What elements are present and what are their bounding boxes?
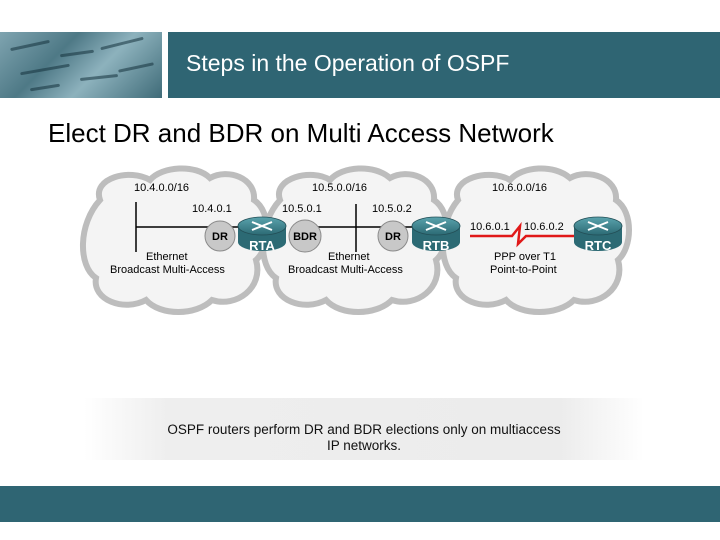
subnet-label-3: 10.6.0.0/16 (492, 182, 547, 194)
caption-line-1: OSPF routers perform DR and BDR election… (167, 422, 561, 437)
role-bdr-circle: BDR (288, 219, 322, 253)
page-heading: Elect DR and BDR on Multi Access Network (48, 118, 554, 148)
router-rtb-icon: RTB (411, 216, 461, 253)
router-rtc-icon: RTC (573, 216, 623, 253)
cloud-network-2 (260, 165, 450, 315)
footer-bar (0, 486, 720, 522)
network-type-3b: Point-to-Point (490, 264, 557, 276)
router-rtb-label: RTB (423, 238, 450, 253)
subnet-label-1: 10.4.0.0/16 (134, 182, 189, 194)
network-type-3a: PPP over T1 (494, 251, 556, 263)
ospf-network-diagram: 10.4.0.0/16 10.4.0.1 Ethernet Broadcast … (80, 165, 632, 315)
role-dr-circle-2: DR (377, 220, 409, 252)
caption-band: OSPF routers perform DR and BDR election… (84, 398, 644, 460)
router-rta-icon: RTA (237, 216, 287, 253)
interface-ip-2a: 10.5.0.1 (282, 203, 322, 215)
role-dr-label-1: DR (212, 231, 228, 243)
network-type-1b: Broadcast Multi-Access (110, 264, 225, 276)
router-rtc-label: RTC (585, 238, 612, 253)
network-type-2b: Broadcast Multi-Access (288, 264, 403, 276)
title-bar: Steps in the Operation of OSPF (168, 32, 720, 98)
cloud-network-3 (439, 165, 632, 315)
interface-ip-1: 10.4.0.1 (192, 203, 232, 215)
role-dr-circle-1: DR (204, 220, 236, 252)
subnet-label-2: 10.5.0.0/16 (312, 182, 367, 194)
serial-link-t1 (470, 221, 580, 248)
network-type-1a: Ethernet (146, 251, 188, 263)
network-type-2a: Ethernet (328, 251, 370, 263)
header-fish-image (0, 32, 162, 98)
interface-ip-3b: 10.6.0.2 (524, 221, 564, 233)
role-dr-label-2: DR (385, 231, 401, 243)
interface-ip-2b: 10.5.0.2 (372, 203, 412, 215)
role-bdr-label: BDR (293, 231, 317, 243)
router-rta-label: RTA (249, 238, 275, 253)
slide-title: Steps in the Operation of OSPF (186, 50, 510, 76)
cloud-network-1 (80, 165, 270, 315)
caption-line-2: IP networks. (326, 438, 402, 453)
interface-ip-3a: 10.6.0.1 (470, 221, 510, 233)
